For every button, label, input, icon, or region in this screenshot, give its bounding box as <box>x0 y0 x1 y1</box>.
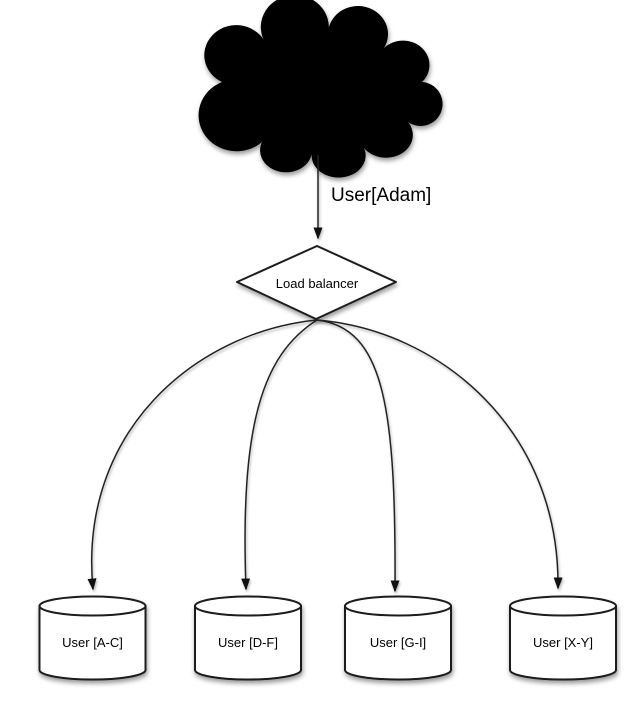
shard-label: User [X-Y] <box>533 635 593 650</box>
cylinder-top <box>344 595 452 617</box>
connector-shard-2 <box>241 319 318 591</box>
request-arrow: User[Adam] <box>313 155 431 240</box>
shard-label: User [D-F] <box>218 635 278 650</box>
shard-node-1: User [A-C] <box>38 595 147 681</box>
cylinder-top <box>38 595 147 617</box>
shard-label: User [A-C] <box>62 635 123 650</box>
request-arrow-label: User[Adam] <box>331 185 431 206</box>
cylinder-top <box>509 595 617 617</box>
connector-shard-4 <box>316 319 563 590</box>
cloud-shape <box>198 0 443 178</box>
cylinder-top <box>194 595 302 617</box>
application-label: Application <box>279 84 352 101</box>
load-balancer-node: Load balancer <box>236 245 397 320</box>
cylinder-body <box>194 606 302 681</box>
diamond-shape <box>236 245 397 320</box>
load-balancer-label: Load balancer <box>276 276 359 291</box>
shard-node-4: User [X-Y] <box>509 595 617 681</box>
connector-shard-3 <box>316 319 400 593</box>
shard-node-2: User [D-F] <box>194 595 302 681</box>
connector-shard-1 <box>87 319 318 591</box>
cylinder-body <box>509 606 617 681</box>
cylinder-body <box>38 606 147 681</box>
shard-connectors <box>87 319 563 593</box>
cylinder-body <box>344 606 452 681</box>
application-cloud-node: Application <box>198 0 443 178</box>
shard-label: User [G-I] <box>370 635 426 650</box>
shard-node-3: User [G-I] <box>344 595 452 681</box>
